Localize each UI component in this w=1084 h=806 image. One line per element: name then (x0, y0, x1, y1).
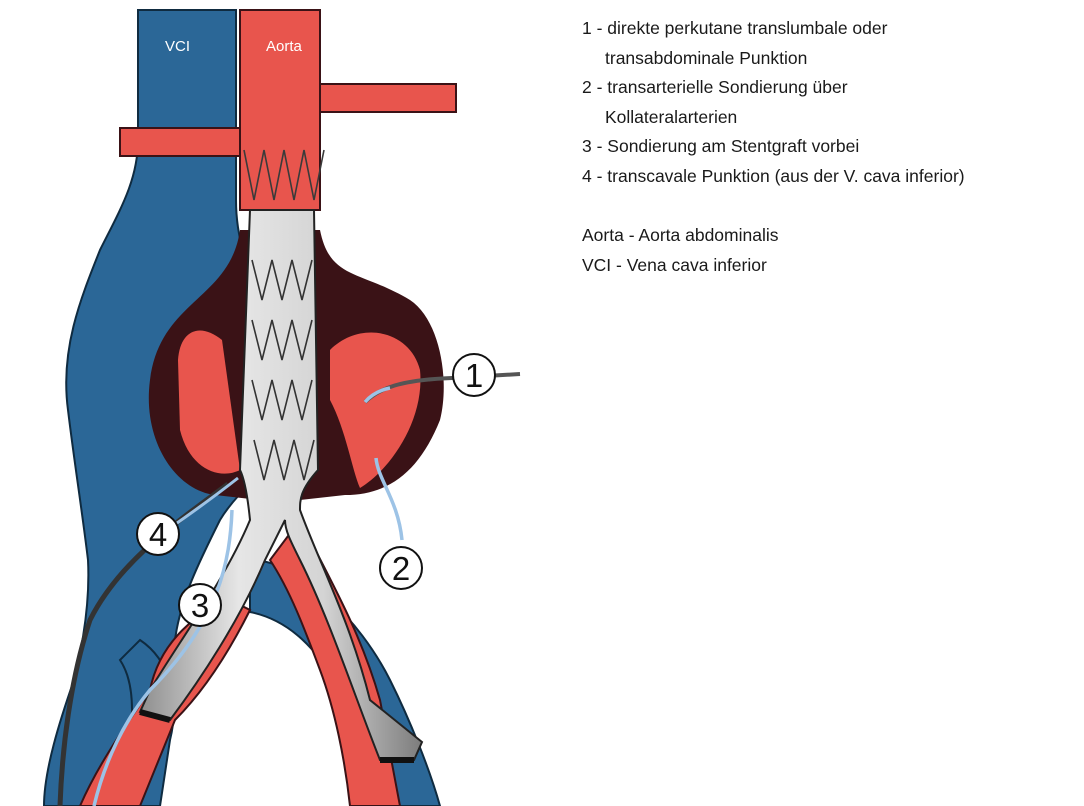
callout-2: 2 (380, 547, 422, 589)
abbreviation-vci: VCI - Vena cava inferior (582, 251, 1082, 281)
legend: 1 - direkte perkutane translumbale oder … (582, 14, 1082, 280)
legend-item-2-line1: 2 - transarterielle Sondierung über (582, 73, 1082, 103)
legend-item-2: 2 - transarterielle Sondierung über Koll… (582, 73, 1082, 132)
legend-item-4-line1: 4 - transcavale Punktion (aus der V. cav… (582, 162, 1082, 192)
abbreviation-list: Aorta - Aorta abdominalis VCI - Vena cav… (582, 221, 1082, 280)
callout-3: 3 (179, 584, 221, 626)
legend-item-2-line2: Kollateralarterien (582, 103, 1082, 133)
callout-3-label: 3 (191, 587, 209, 624)
legend-item-1-line2: transabdominale Punktion (582, 44, 1082, 74)
endoleak-access-diagram: VCI Aorta 1 2 (0, 0, 540, 806)
legend-item-1-line1: 1 - direkte perkutane translumbale oder (582, 14, 1082, 44)
callout-1: 1 (453, 354, 495, 396)
callout-1-label: 1 (465, 357, 483, 394)
renal-artery-right (320, 84, 456, 112)
callout-2-label: 2 (392, 550, 410, 587)
callout-4: 4 (137, 513, 179, 555)
legend-item-3-line1: 3 - Sondierung am Stentgraft vorbei (582, 132, 1082, 162)
abbreviation-aorta: Aorta - Aorta abdominalis (582, 221, 1082, 251)
aorta-label: Aorta (266, 38, 303, 55)
legend-item-3: 3 - Sondierung am Stentgraft vorbei (582, 132, 1082, 162)
legend-item-1: 1 - direkte perkutane translumbale oder … (582, 14, 1082, 73)
legend-item-4: 4 - transcavale Punktion (aus der V. cav… (582, 162, 1082, 192)
callout-4-label: 4 (149, 516, 167, 553)
vci-label: VCI (165, 38, 190, 55)
renal-artery-left (120, 128, 250, 156)
